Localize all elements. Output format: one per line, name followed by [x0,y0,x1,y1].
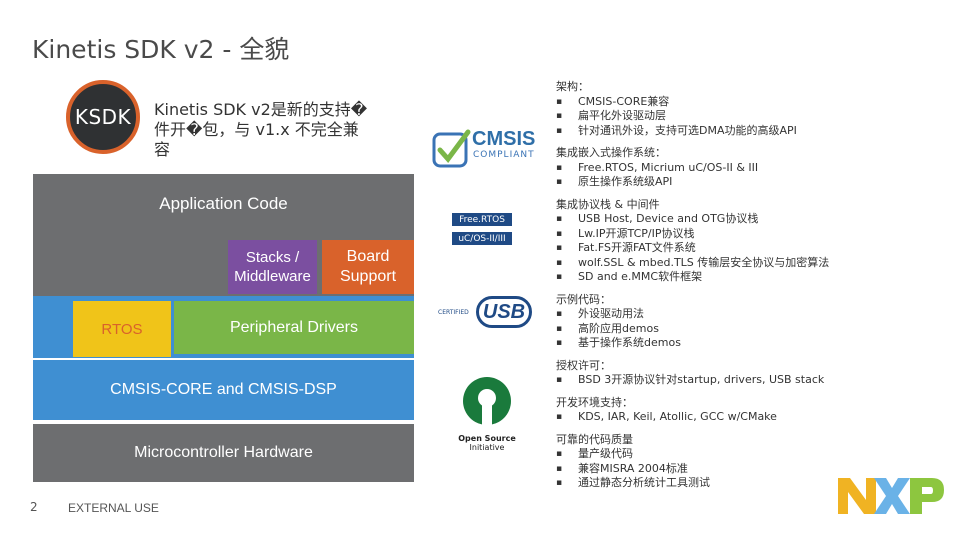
feature-list-item: 原生操作系统级API [556,175,951,190]
application-code-label: Application Code [159,194,288,213]
dev-heading: 开发环境支持： [556,395,633,409]
external-use-label: EXTERNAL USE [68,501,159,515]
feature-list-item: 针对通讯外设，支持可选DMA功能的高级API [556,124,951,139]
feature-list-item: Fat.FS开源FAT文件系统 [556,241,951,256]
rtos-block: RTOS [73,301,171,357]
usb-logo-text: USB [482,300,526,323]
support-label: Support [339,268,397,285]
feature-list-item: BSD 3开源协议针对startup, drivers, USB stack [556,373,951,388]
ucos-label: uC/OS-II/III [458,233,506,244]
ksdk-logo: KSDK [66,80,140,154]
feature-list-item: 兼容MISRA 2004标准 [556,462,951,477]
ksdk-logo-text: KSDK [74,105,132,129]
ksdk-desc-line: 件开�包，与 v1.x 不完全兼 [154,120,359,139]
example-list: 外设驱动用法高阶应用demos基于操作系统demos [556,307,951,351]
example-heading: 示例代码： [556,292,611,306]
osi-logo: Open Source Initiative [456,374,518,452]
feature-list-item: 高阶应用demos [556,322,951,337]
cmsis-compliant-text: COMPLIANT [473,150,535,160]
usb-icon: USB [476,296,532,328]
cmsis-check-icon [432,129,471,168]
freertos-badge: Free.RTOS [452,213,512,226]
application-code-block: Application Code [33,174,414,296]
peripheral-drivers-block: Peripheral Drivers [174,301,414,354]
feature-list-item: USB Host, Device and OTG协议栈 [556,212,951,227]
feature-list-item: Lw.IP开源TCP/IP协议栈 [556,227,951,242]
license-list: BSD 3开源协议针对startup, drivers, USB stack [556,373,951,388]
cmsis-block: CMSIS-CORE and CMSIS-DSP [33,360,414,420]
board-support-block: Board Support [322,240,414,294]
quality-list: 量产级代码兼容MISRA 2004标准通过静态分析统计工具测试 [556,447,951,491]
feature-list-item: CMSIS-CORE兼容 [556,95,951,110]
feature-list-item: 扁平化外设驱动层 [556,109,951,124]
nxp-logo [838,476,944,516]
cmsis-label: CMSIS-CORE and CMSIS-DSP [110,381,337,398]
stack-heading: 集成协议栈 & 中间件 [556,197,660,211]
board-label: Board [346,248,390,265]
stacks-middleware-block: Stacks / Middleware [228,240,317,294]
osi-text-2: Initiative [469,443,505,452]
ksdk-desc-line: Kinetis SDK v2是新的支持� [154,100,368,119]
arch-list: CMSIS-CORE兼容扁平化外设驱动层针对通讯外设，支持可选DMA功能的高级A… [556,95,951,139]
page-number: 2 [30,500,38,514]
ksdk-desc-line: 容 [154,140,171,159]
open-source-keyhole-icon [463,377,511,426]
quality-heading: 可靠的代码质量 [556,432,633,446]
rtos-label: RTOS [101,320,143,338]
license-heading: 授权许可： [556,358,611,372]
feature-list-item: SD and e.MMC软件框架 [556,270,951,285]
feature-list-item: Free.RTOS, Micrium uC/OS-II & III [556,161,951,176]
feature-list-item: wolf.SSL & mbed.TLS 传输层安全协议与加密算法 [556,256,951,271]
ksdk-description: Kinetis SDK v2是新的支持� 件开�包，与 v1.x 不完全兼 容 [154,100,394,160]
page-title: Kinetis SDK v2 - 全貌 [32,35,290,64]
usb-certified-logo: CERTIFIED USB [436,296,536,330]
middleware-label: Middleware [234,268,311,285]
peripheral-drivers-label: Peripheral Drivers [229,318,359,336]
stacks-label: Stacks / [245,249,300,266]
stack-list: USB Host, Device and OTG协议栈Lw.IP开源TCP/IP… [556,212,951,285]
mcu-hardware-label: Microcontroller Hardware [134,444,313,461]
ucos-badge: uC/OS-II/III [452,232,512,245]
feature-list: 架构： CMSIS-CORE兼容扁平化外设驱动层针对通讯外设，支持可选DMA功能… [556,80,951,491]
mcu-hardware-block: Microcontroller Hardware [33,424,414,482]
arch-heading: 架构： [556,80,589,93]
nxp-logo-mark [838,478,944,514]
cmsis-logo-text: CMSIS [472,128,536,150]
os-heading: 集成嵌入式操作系统： [556,146,666,159]
os-list: Free.RTOS, Micrium uC/OS-II & III原生操作系统级… [556,161,951,190]
feature-list-item: 基于操作系统demos [556,336,951,351]
feature-list-item: 量产级代码 [556,447,951,462]
usb-certified-text: CERTIFIED [438,309,469,316]
dev-list: KDS, IAR, Keil, Atollic, GCC w/CMake [556,410,951,425]
feature-list-item: 外设驱动用法 [556,307,951,322]
cmsis-compliant-logo: CMSIS COMPLIANT [432,126,536,174]
feature-list-item: 通过静态分析统计工具测试 [556,476,951,491]
osi-text-1: Open Source [458,434,516,443]
feature-list-item: KDS, IAR, Keil, Atollic, GCC w/CMake [556,410,951,425]
freertos-label: Free.RTOS [459,214,505,225]
